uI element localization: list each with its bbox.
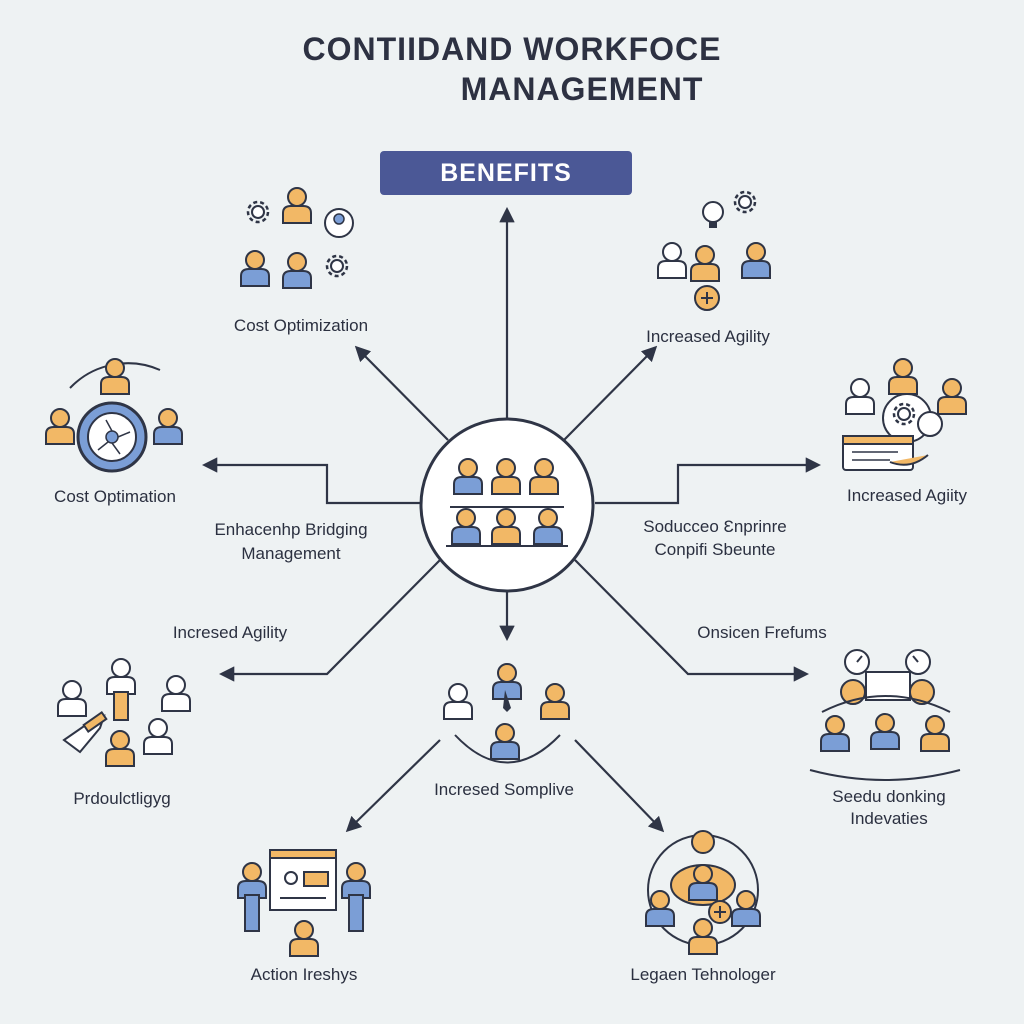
- person-icon: [921, 716, 949, 751]
- center-hub: [421, 419, 593, 591]
- presentation-team-icon-cluster: [843, 359, 966, 470]
- person-icon: [846, 379, 874, 414]
- label-center-bottom: Incresed Somplive: [434, 778, 574, 801]
- person-icon: [162, 676, 190, 711]
- label-lower-left-heading: Incresed Agility: [173, 621, 287, 644]
- connector-lower-left: [222, 560, 440, 674]
- connector-bottom-right: [575, 740, 662, 830]
- person-icon: [154, 409, 182, 444]
- connector-right: [595, 465, 818, 503]
- person-icon: [144, 719, 172, 754]
- person-icon: [658, 243, 686, 278]
- label-top-left: Cost Optimization: [234, 314, 368, 337]
- connector-top-left: [357, 348, 448, 440]
- person-icon: [290, 921, 318, 956]
- idea-team-icon-cluster: [658, 192, 770, 310]
- gear-icon: [735, 192, 755, 212]
- label-lower-right-2: Indevaties: [850, 807, 928, 830]
- person-icon: [491, 724, 519, 759]
- person-icon: [283, 188, 311, 223]
- label-right: Increased Agiity: [847, 484, 967, 507]
- network-team-icon-cluster: [646, 831, 760, 954]
- gear-icon: [248, 202, 268, 222]
- presentation-screen-icon-cluster: [238, 850, 370, 956]
- person-icon: [646, 891, 674, 926]
- person-icon: [689, 919, 717, 954]
- label-mid-left-2: Management: [241, 542, 340, 565]
- label-lower-right-1: Seedu donking: [832, 785, 945, 808]
- label-lower-right-heading: Onsicen Frefums: [697, 621, 826, 644]
- connector-bottom-left: [348, 740, 440, 830]
- person-icon: [46, 409, 74, 444]
- label-mid-right-2: Conpifi Sbeunte: [655, 538, 776, 561]
- person-icon: [444, 684, 472, 719]
- person-icon: [732, 891, 760, 926]
- connector-lower-right: [575, 560, 806, 674]
- label-mid-left-1: Enhacenhp Bridging: [214, 518, 367, 541]
- label-bottom-right: Legaen Tehnologer: [630, 963, 775, 986]
- person-icon: [938, 379, 966, 414]
- label-mid-right-1: Soducceo Ɛnprinre: [643, 515, 787, 538]
- person-icon: [238, 863, 266, 898]
- person-icon: [342, 863, 370, 898]
- person-icon: [107, 659, 135, 694]
- person-icon: [541, 684, 569, 719]
- person-icon: [871, 714, 899, 749]
- lightbulb-icon: [703, 202, 723, 222]
- collaboration-icon-cluster: [58, 659, 190, 766]
- team-tie-icon-cluster: [444, 664, 569, 763]
- person-icon: [493, 664, 521, 699]
- label-lower-left: Prdoulctligyg: [73, 787, 170, 810]
- label-top-right: Increased Agility: [646, 325, 770, 348]
- team-gear-icon-cluster: [241, 188, 353, 288]
- person-icon: [58, 681, 86, 716]
- label-bottom-left: Action Ireshys: [251, 963, 358, 986]
- meeting-icon-cluster: [810, 650, 960, 780]
- label-left: Cost Optimation: [54, 485, 176, 508]
- gear-icon: [327, 256, 347, 276]
- person-icon: [889, 359, 917, 394]
- connector-top-right: [564, 348, 655, 440]
- person-icon: [106, 731, 134, 766]
- person-icon: [283, 253, 311, 288]
- search-team-icon-cluster: [46, 359, 182, 471]
- person-icon: [742, 243, 770, 278]
- person-icon: [241, 251, 269, 286]
- connector-left: [205, 465, 420, 503]
- person-icon: [821, 716, 849, 751]
- person-icon: [691, 246, 719, 281]
